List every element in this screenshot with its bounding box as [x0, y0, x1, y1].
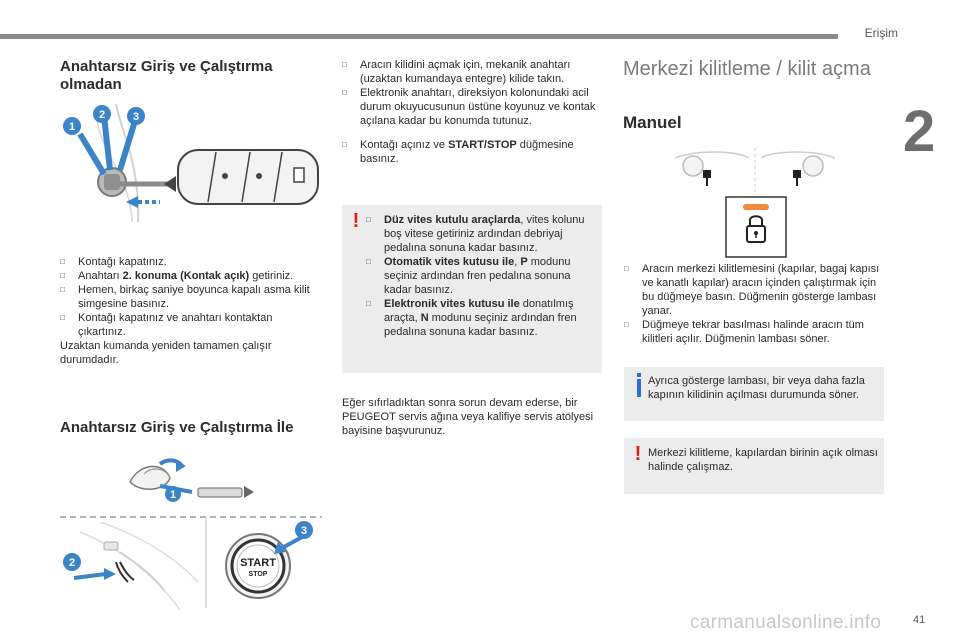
right-instructions: Aracın merkezi kilitlemesini (kapılar, b…	[624, 262, 886, 346]
callout-1: 1	[69, 121, 75, 133]
illustration-vertical-divider	[205, 518, 207, 608]
lock-button-illustration	[725, 196, 787, 258]
heading-with-keyless: Anahtarsız Giriş ve Çalıştırma İle	[60, 419, 294, 436]
header-rule	[0, 34, 838, 39]
list-item: Kontağı kapatınız.	[60, 255, 322, 269]
warning-icon: !	[352, 210, 360, 232]
page-number: 41	[913, 614, 926, 626]
left-instructions: Kontağı kapatınız. Anahtarı 2. konuma (K…	[60, 255, 322, 367]
key-insertion-illustration: 1 2 3	[63, 104, 319, 222]
callout-3: 3	[133, 111, 139, 123]
list-item: Kontağı kapatınız ve anahtarı kontaktan …	[60, 311, 322, 339]
list-item: Aracın kilidini açmak için, mekanik anah…	[342, 58, 604, 86]
list-item: Otomatik vites kutusu ile, P modunu seçi…	[366, 255, 596, 297]
list-item: Anahtarı 2. konuma (Kontak açık) getirin…	[60, 269, 322, 283]
section-title: Erişim	[864, 26, 898, 40]
info-box: Ayrıca gösterge lambası, bir veya daha f…	[624, 367, 884, 421]
start-label: START	[240, 557, 276, 569]
warning-box-gearbox: ! Düz vites kutulu araçlarda, vites kolu…	[342, 205, 602, 373]
subtitle-manual: Manuel	[623, 113, 682, 132]
paragraph: Uzaktan kumanda yeniden tamamen çalışır …	[60, 340, 272, 366]
info-icon	[637, 373, 641, 397]
callout-2: 2	[99, 109, 105, 121]
service-paragraph: Eğer sıfırladıktan sonra sorun devam ede…	[342, 397, 594, 437]
warning-text: Merkezi kilitleme, kapılardan birinin aç…	[648, 447, 878, 473]
middle-instructions: Aracın kilidini açmak için, mekanik anah…	[342, 58, 604, 166]
list-item: Aracın merkezi kilitlemesini (kapılar, b…	[624, 262, 886, 318]
callout-2: 2	[69, 557, 75, 569]
start-stop-illustration: START STOP 3	[225, 521, 313, 599]
list-item: Hemen, birkaç saniye boyunca kapalı asma…	[60, 283, 322, 311]
list-item: Düğmeye tekrar basılması halinde aracın …	[624, 318, 886, 346]
list-item: Elektronik anahtarı, direksiyon kolonund…	[342, 86, 604, 128]
dashboard-location-illustration	[675, 148, 835, 192]
stop-label: STOP	[249, 571, 268, 578]
list-item: Kontağı açınız ve START/STOP düğmesine b…	[342, 138, 604, 166]
warning-box-central-lock: ! Merkezi kilitleme, kapılardan birinin …	[624, 438, 884, 494]
chapter-number: 2	[903, 99, 936, 164]
list-item: Elektronik vites kutusu ile donatılmış a…	[366, 297, 596, 339]
door-handle-illustration: 1	[129, 458, 254, 502]
watermark: carmanualsonline.info	[690, 612, 882, 633]
page-title: Merkezi kilitleme / kilit açma	[623, 58, 871, 80]
list-item: Düz vites kutulu araçlarda, vites kolunu…	[366, 213, 596, 255]
info-text: Ayrıca gösterge lambası, bir veya daha f…	[648, 375, 865, 401]
warning-icon: !	[634, 443, 642, 465]
heading-without-keyless: Anahtarsız Giriş ve Çalıştırma olmadan	[60, 58, 273, 93]
callout-3: 3	[301, 525, 307, 537]
callout-1: 1	[170, 489, 176, 501]
illustration-divider	[60, 516, 322, 518]
steering-column-illustration: 2	[63, 522, 199, 610]
